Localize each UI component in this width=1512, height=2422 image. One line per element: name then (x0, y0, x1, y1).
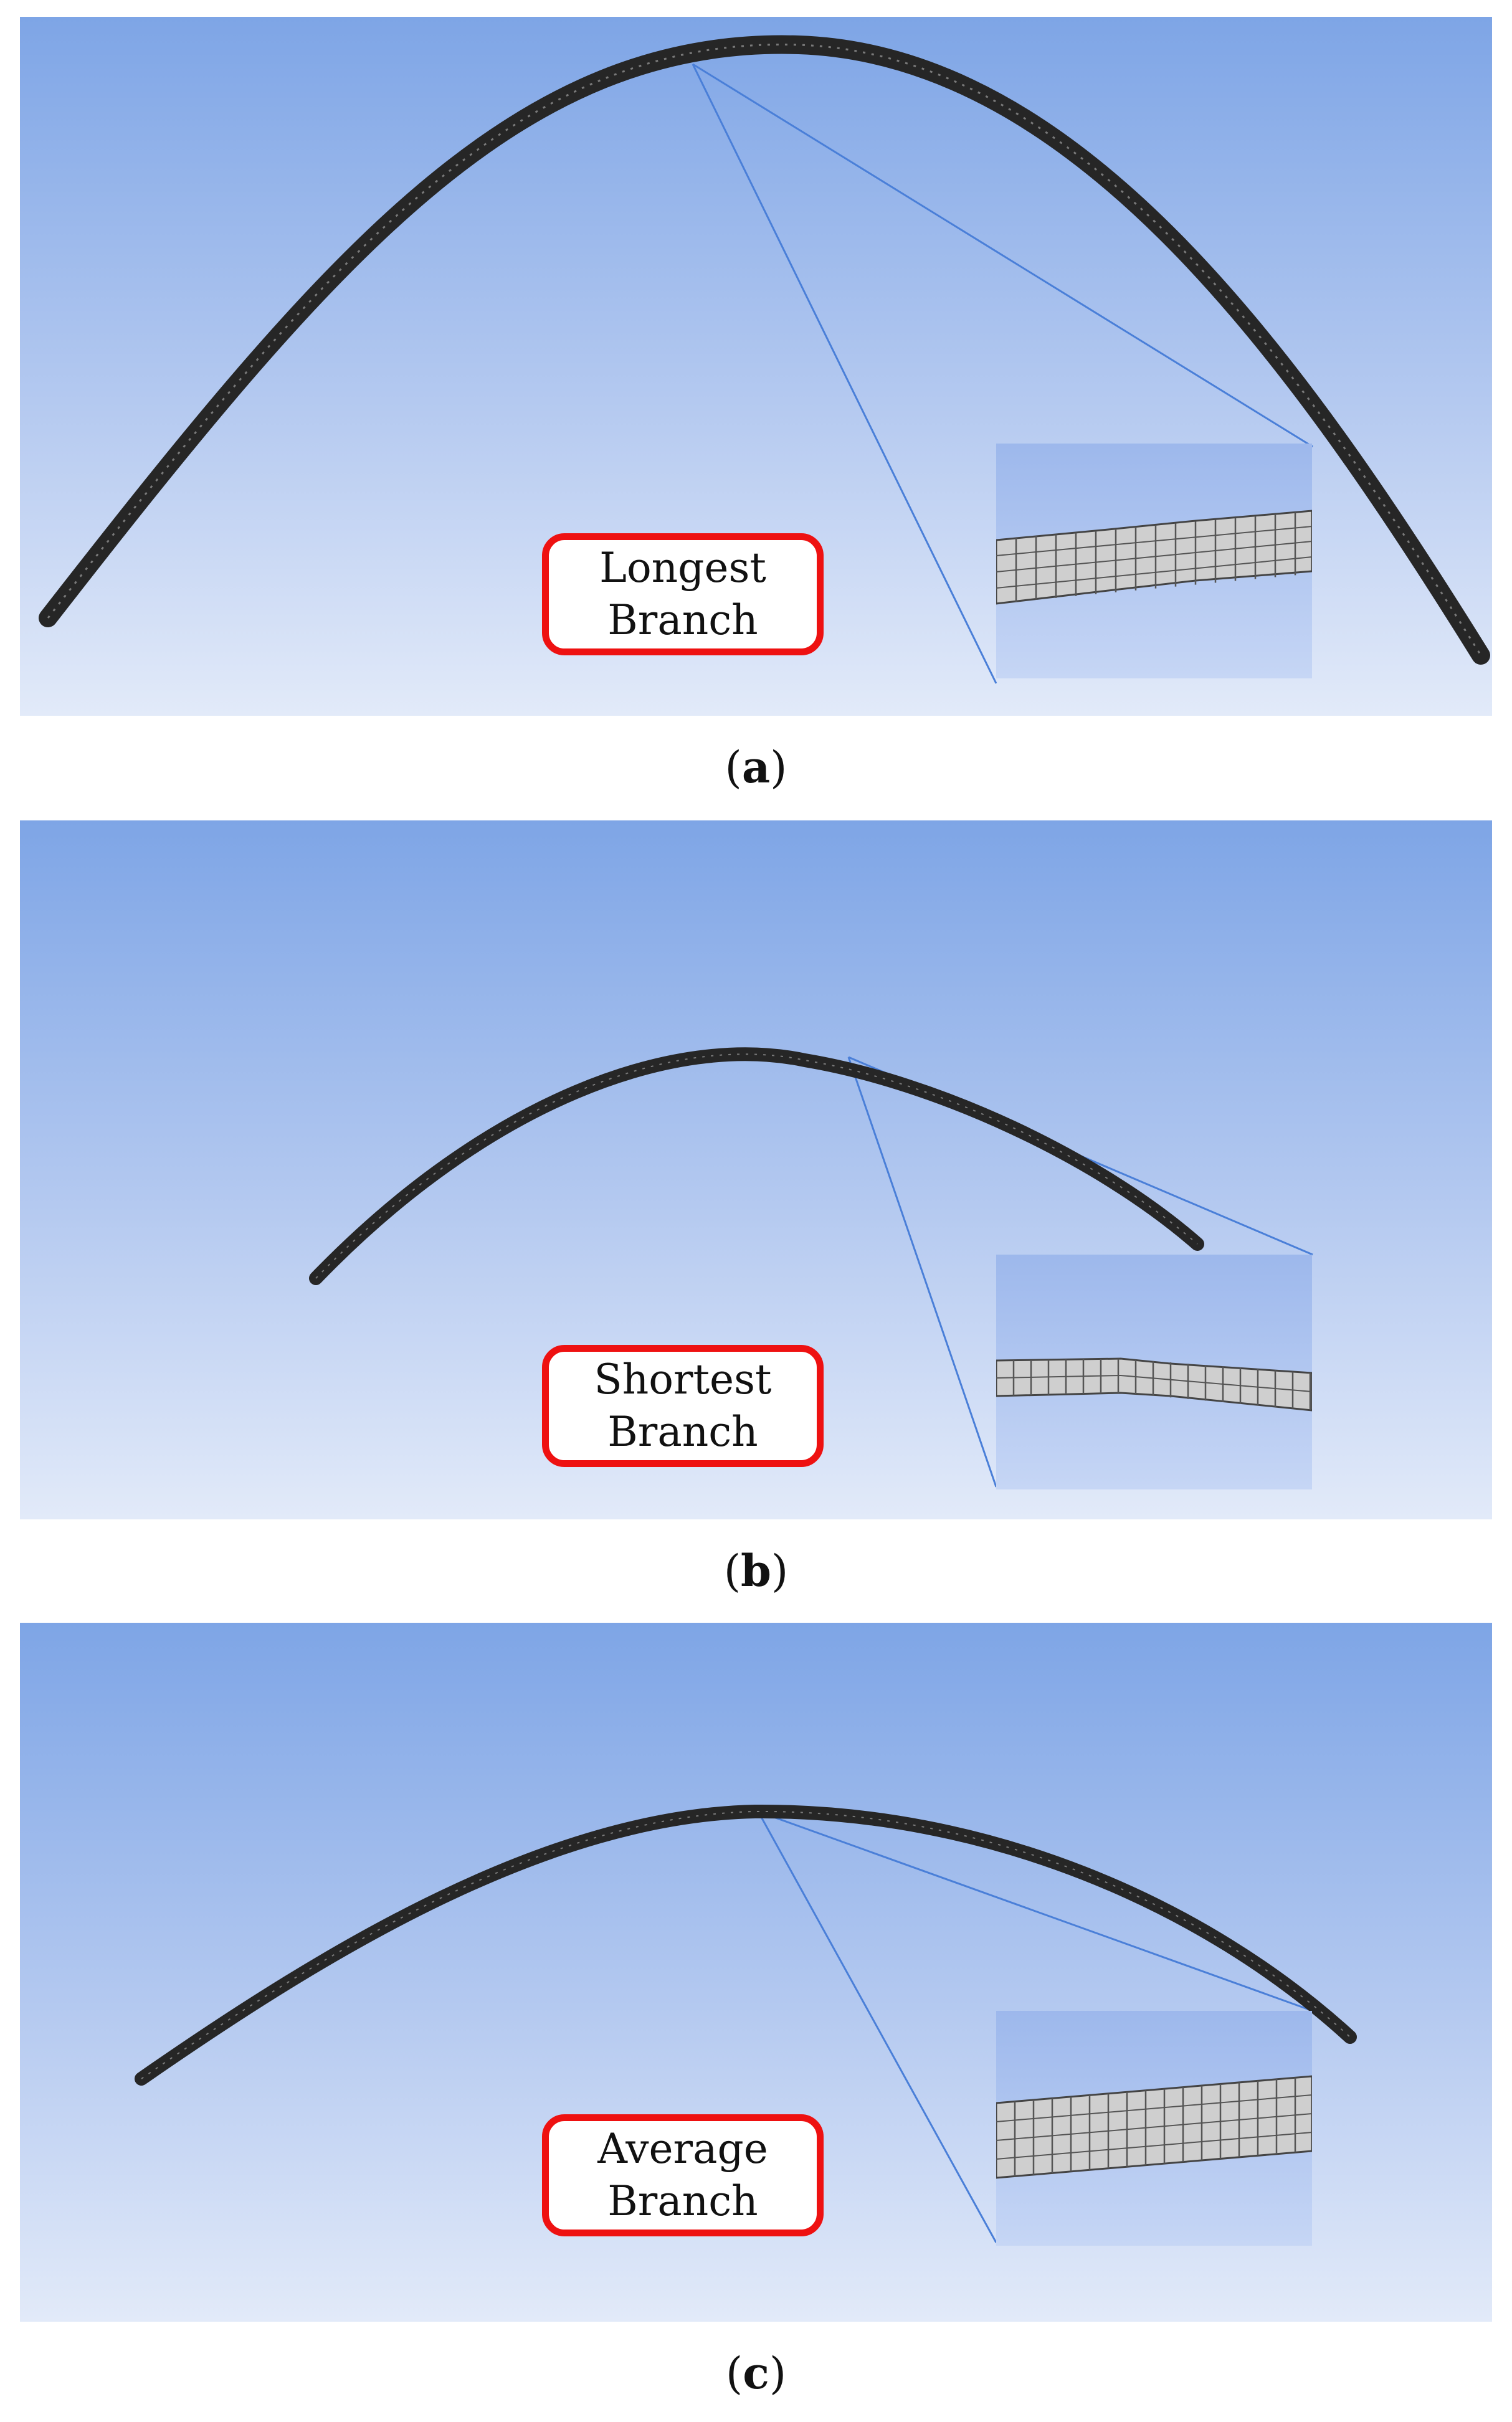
branch-label: Shortest Branch (542, 1345, 824, 1467)
caption-letter: a (741, 741, 771, 793)
branch-mesh-lines (141, 1810, 1351, 2079)
zoom-line-upper (758, 1810, 1313, 2012)
panel-average-branch: Average Branch (20, 1623, 1492, 2322)
caption-b: (b) (723, 1545, 789, 1597)
zoom-inset (996, 2011, 1312, 2246)
zoom-line-lower (757, 1811, 997, 2243)
branch-label-line1: Average (597, 2125, 768, 2173)
branch-view-c (135, 1804, 1357, 2243)
mesh-detail (996, 510, 1312, 605)
zoom-inset (996, 444, 1312, 678)
branch-view-b (309, 1047, 1313, 1488)
branch-curve (39, 35, 1490, 665)
branch-label-line2: Branch (607, 1408, 758, 1456)
mesh-detail (996, 1357, 1312, 1412)
branch-label-line2: Branch (607, 2177, 758, 2225)
branch-label-line1: Longest (599, 544, 766, 592)
branch-mesh-lines (315, 1053, 1198, 1279)
branch-label: Longest Branch (542, 533, 824, 655)
zoom-inset (996, 1255, 1312, 1489)
panel-shortest-branch: Shortest Branch (20, 820, 1492, 1519)
panel-longest-branch: Longest Branch (20, 17, 1492, 716)
zoom-line-upper (692, 63, 1313, 448)
caption-a: (a) (725, 741, 787, 793)
caption-c: (c) (725, 2347, 787, 2399)
branch-label: Average Branch (542, 2114, 824, 2236)
zoom-line-lower (847, 1057, 997, 1488)
zoom-line-lower (692, 64, 997, 684)
mesh-detail (996, 2075, 1312, 2179)
branch-label-line1: Shortest (594, 1356, 772, 1403)
caption-letter: b (741, 1545, 771, 1597)
branch-curve (309, 1047, 1204, 1285)
caption-letter: c (743, 2347, 769, 2399)
branch-view-a (39, 35, 1490, 684)
branch-label-line2: Branch (607, 596, 758, 644)
